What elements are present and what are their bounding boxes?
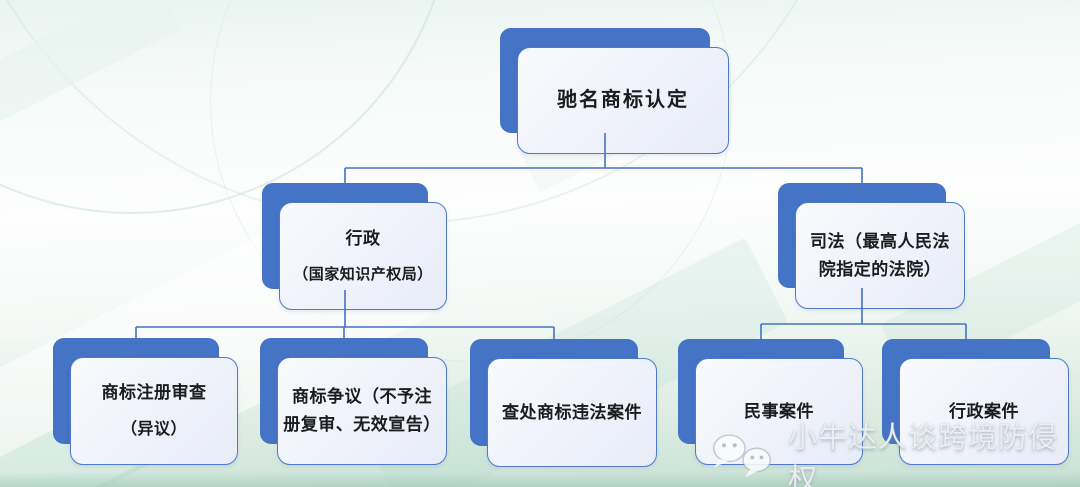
node-illegal-cases: 查处商标违法案件 xyxy=(470,339,657,467)
node-civil-cases-face: 民事案件 xyxy=(695,358,863,465)
node-registration-examination-sublabel: （异议） xyxy=(120,421,187,439)
node-trademark-dispute-face: 商标争议（不予注 册复审、无效宣告） xyxy=(277,357,447,465)
node-registration-examination: 商标注册审查 （异议） xyxy=(53,338,238,465)
node-root-face: 驰名商标认定 xyxy=(517,47,729,154)
node-judicial-label-line2: 院指定的法院） xyxy=(818,259,942,279)
node-administrative-cases-face: 行政案件 xyxy=(899,358,1069,465)
background-bottom-strip xyxy=(0,471,1080,487)
node-judicial-label-line1: 司法（最高人民法 xyxy=(810,231,950,251)
node-trademark-dispute-label-line1: 商标争议（不予注 xyxy=(292,387,432,407)
node-administrative-sublabel: （国家知识产权局） xyxy=(293,265,433,283)
node-civil-cases-label: 民事案件 xyxy=(744,401,814,421)
node-root: 驰名商标认定 xyxy=(500,28,729,154)
node-judicial: 司法（最高人民法 院指定的法院） xyxy=(778,183,965,309)
node-administrative-face: 行政 （国家知识产权局） xyxy=(279,202,447,310)
node-administrative-cases-label: 行政案件 xyxy=(949,401,1019,421)
node-root-label: 驰名商标认定 xyxy=(557,89,689,111)
node-illegal-cases-label: 查处商标违法案件 xyxy=(502,402,642,422)
background-band xyxy=(0,0,180,135)
node-illegal-cases-face: 查处商标违法案件 xyxy=(487,358,657,467)
node-registration-examination-label: 商标注册审查 xyxy=(101,382,207,402)
background-circle xyxy=(0,0,454,214)
node-administrative: 行政 （国家知识产权局） xyxy=(262,183,447,310)
node-administrative-cases: 行政案件 xyxy=(882,339,1069,465)
background-circle xyxy=(0,0,864,224)
node-administrative-label: 行政 xyxy=(345,228,381,248)
node-judicial-face: 司法（最高人民法 院指定的法院） xyxy=(795,202,965,309)
node-registration-examination-face: 商标注册审查 （异议） xyxy=(70,357,238,465)
node-civil-cases: 民事案件 xyxy=(678,339,863,465)
node-trademark-dispute-label-line2: 册复审、无效宣告） xyxy=(283,415,441,434)
node-trademark-dispute: 商标争议（不予注 册复审、无效宣告） xyxy=(260,338,447,465)
